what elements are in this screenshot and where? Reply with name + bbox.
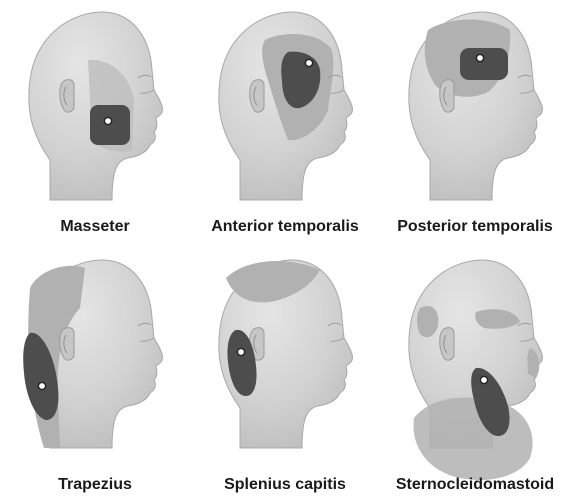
panel-anterior-temporalis: Anterior temporalis bbox=[190, 0, 380, 248]
panel-splenius-capitis: Splenius capitis bbox=[190, 248, 380, 496]
caption-trapezius: Trapezius bbox=[0, 476, 190, 494]
trigger-point-marker bbox=[476, 54, 483, 61]
caption-posterior-temporalis: Posterior temporalis bbox=[380, 218, 570, 236]
trigger-zone bbox=[90, 105, 130, 145]
head-illustration-posterior-temporalis bbox=[380, 0, 570, 210]
trigger-point-marker bbox=[38, 382, 45, 389]
panel-posterior-temporalis: Posterior temporalis bbox=[380, 0, 570, 248]
caption-masseter: Masseter bbox=[0, 218, 190, 236]
caption-anterior-temporalis: Anterior temporalis bbox=[190, 218, 380, 236]
panel-sternocleidomastoid: Sternocleidomastoid bbox=[380, 248, 570, 496]
trigger-point-marker bbox=[237, 348, 244, 355]
referred-pain-area bbox=[413, 397, 532, 480]
caption-splenius-capitis: Splenius capitis bbox=[190, 476, 380, 494]
trigger-zone bbox=[460, 48, 508, 80]
head-illustration-sternocleidomastoid bbox=[380, 248, 570, 496]
head-illustration-anterior-temporalis bbox=[190, 0, 380, 210]
caption-sternocleidomastoid: Sternocleidomastoid bbox=[380, 476, 570, 494]
head-illustration-trapezius bbox=[0, 248, 190, 458]
trigger-point-marker bbox=[104, 117, 111, 124]
head-illustration-splenius-capitis bbox=[190, 248, 380, 458]
head-illustration-masseter bbox=[0, 0, 190, 210]
panel-masseter: Masseter bbox=[0, 0, 190, 248]
panel-trapezius: Trapezius bbox=[0, 248, 190, 496]
trigger-point-marker bbox=[305, 59, 312, 66]
trigger-point-marker bbox=[480, 376, 487, 383]
